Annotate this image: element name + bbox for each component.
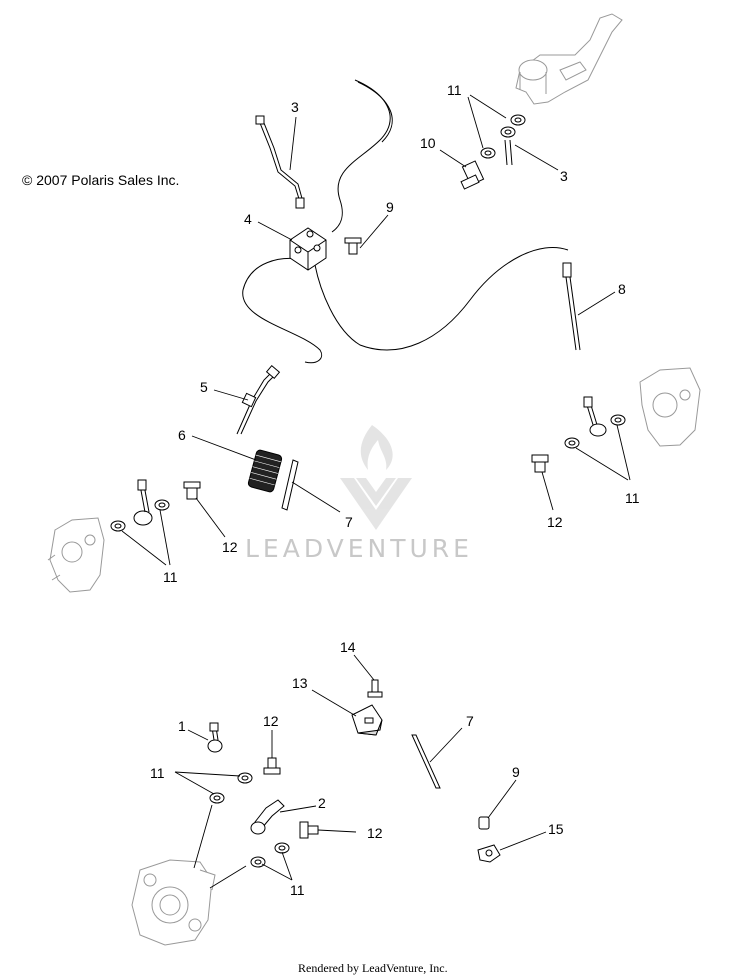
bolt-9-lower: [478, 816, 490, 830]
callout-13: 13: [292, 675, 308, 691]
callout-11: 11: [625, 490, 640, 506]
bracket-13: [351, 704, 383, 736]
callout-1: 1: [178, 718, 186, 734]
line-1: [207, 722, 223, 753]
footer-text: Rendered by LeadVenture, Inc.: [298, 961, 448, 975]
callout-7: 7: [345, 514, 353, 530]
right-caliper: [639, 367, 701, 447]
callout-8: 8: [618, 281, 626, 297]
fitting-15: [477, 844, 501, 863]
left-caliper: [47, 517, 105, 593]
bolt-12-lower-a: [263, 757, 281, 775]
master-cylinder-fittings: [460, 114, 526, 190]
callout-labels: 3 11 10 3 4 9 8 5 6 7 12 11 12 11 14 13 …: [150, 82, 640, 898]
callout-7: 7: [466, 713, 474, 729]
callout-11: 11: [290, 882, 305, 898]
right-caliper-fittings: [531, 396, 626, 473]
callout-12: 12: [547, 514, 563, 530]
callout-14: 14: [340, 639, 356, 655]
spring-6: [247, 449, 283, 493]
pin-7-upper: [281, 459, 299, 511]
callout-10: 10: [420, 135, 436, 151]
callout-11: 11: [150, 765, 165, 781]
washers-11-lower-b: [250, 842, 290, 868]
brake-lines: [242, 79, 569, 364]
callout-9: 9: [512, 764, 520, 780]
bolt-12-lower-b: [299, 821, 319, 839]
callout-15: 15: [548, 821, 564, 837]
brake-junction-block: [289, 227, 327, 271]
callout-4: 4: [244, 211, 252, 227]
master-cylinder: [515, 13, 623, 105]
line-2: [250, 799, 285, 835]
callout-11: 11: [163, 569, 178, 585]
lower-caliper: [131, 859, 216, 946]
leader-lines: [121, 94, 631, 889]
leadventure-watermark-logo: [340, 425, 412, 530]
callout-3: 3: [560, 168, 568, 184]
callout-12: 12: [263, 713, 279, 729]
callout-3: 3: [291, 99, 299, 115]
callout-12: 12: [222, 539, 238, 555]
brake-line-5: [236, 365, 281, 435]
callout-6: 6: [178, 427, 186, 443]
callout-2: 2: [318, 795, 326, 811]
watermark-text: LEADVENTURE: [245, 534, 473, 563]
washers-11-lower: [209, 772, 253, 804]
callout-9: 9: [386, 199, 394, 215]
pin-7-lower: [411, 734, 441, 789]
brake-line-8: [562, 262, 581, 351]
callout-12: 12: [367, 825, 383, 841]
callout-11: 11: [447, 82, 462, 98]
left-caliper-fittings: [110, 479, 201, 532]
copyright-text: © 2007 Polaris Sales Inc.: [22, 172, 179, 188]
bolt-14: [367, 679, 383, 698]
callout-5: 5: [200, 379, 208, 395]
bolt-9-top: [344, 237, 362, 255]
